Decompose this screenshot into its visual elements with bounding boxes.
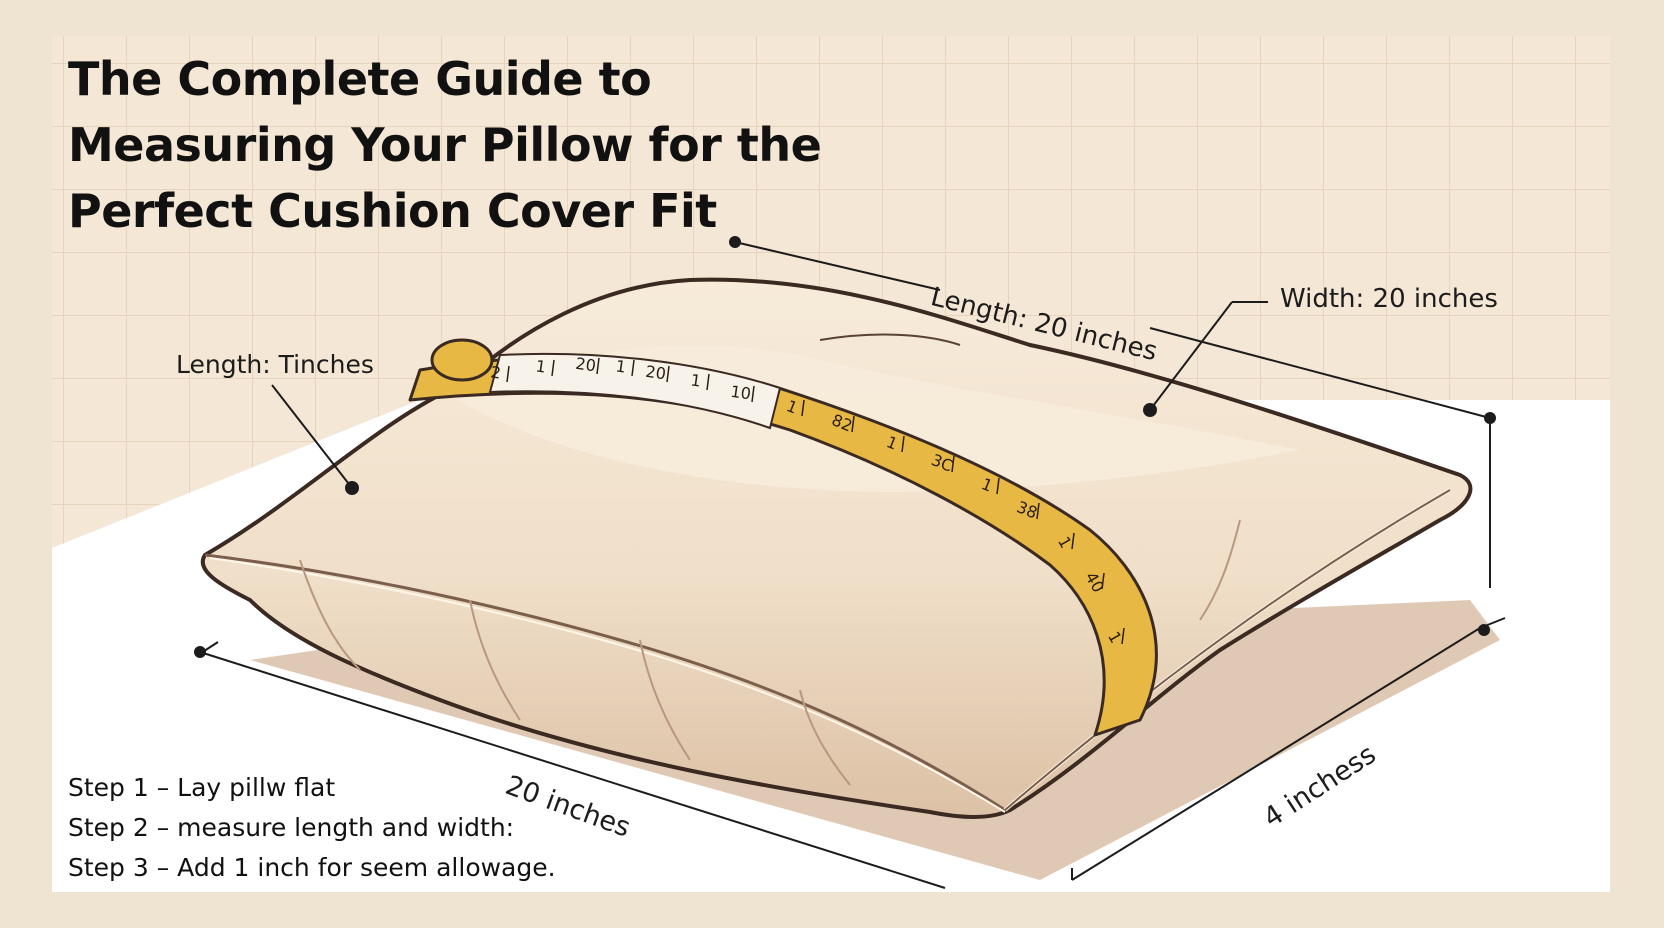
leader-dot bbox=[345, 481, 359, 495]
tape-tick bbox=[506, 365, 510, 383]
tape-tick bbox=[551, 359, 555, 377]
tape-tick bbox=[901, 435, 905, 453]
page-title: The Complete Guide to Measuring Your Pil… bbox=[68, 46, 928, 244]
dimension-line-depth bbox=[1071, 627, 1481, 881]
wrinkle bbox=[799, 689, 851, 786]
tape-end-tab bbox=[430, 338, 494, 382]
steps-list: Step 1 – Lay pillw flat Step 2 – measure… bbox=[68, 768, 556, 888]
tape-number: 1 bbox=[614, 356, 627, 376]
wrinkle bbox=[469, 599, 521, 721]
front-seam-highlight bbox=[209, 557, 1006, 813]
step-item: Step 1 – Lay pillw flat bbox=[68, 773, 336, 802]
tape-tick bbox=[951, 455, 955, 473]
tape-tick bbox=[996, 477, 1000, 495]
tape-tick bbox=[596, 357, 600, 375]
tape-tick bbox=[851, 415, 855, 433]
front-seam bbox=[204, 553, 1006, 812]
leader-dot bbox=[1143, 403, 1157, 417]
leader-line-length-left bbox=[271, 384, 353, 489]
tape-number: 1 bbox=[534, 356, 547, 376]
wrinkle bbox=[299, 559, 361, 671]
leader-line-length-top-right bbox=[1149, 327, 1491, 419]
tape-tick bbox=[631, 359, 635, 377]
step-item: Step 3 – Add 1 inch for seem allowage. bbox=[68, 853, 556, 882]
leader-dot bbox=[729, 236, 741, 248]
tape-number: 20 bbox=[644, 362, 667, 384]
tape-tick bbox=[1036, 502, 1040, 520]
title-line: Measuring Your Pillow for the bbox=[68, 118, 822, 172]
leader-dot bbox=[1484, 412, 1496, 424]
tape-number: 10 bbox=[729, 382, 752, 404]
tape-tick bbox=[751, 385, 755, 403]
tape-number: 2 bbox=[489, 362, 502, 382]
tape-tick bbox=[1071, 532, 1075, 550]
tape-tick bbox=[1101, 572, 1105, 590]
step-item: Step 2 – measure length and width: bbox=[68, 813, 515, 842]
leader-line-width bbox=[1149, 301, 1233, 411]
title-line: The Complete Guide to bbox=[68, 52, 652, 106]
tape-tick bbox=[1121, 627, 1125, 645]
leader-dot bbox=[1478, 624, 1490, 636]
wrinkle bbox=[819, 333, 961, 346]
leader-line-length-top bbox=[734, 241, 941, 291]
label-width: Width: 20 inches bbox=[1280, 284, 1498, 314]
tape-white-section bbox=[488, 352, 782, 430]
tape-tick bbox=[801, 399, 805, 417]
wrinkle bbox=[639, 639, 691, 761]
tape-tick bbox=[666, 365, 670, 383]
wrinkle bbox=[1199, 519, 1241, 621]
tape-tick bbox=[706, 373, 710, 391]
leader-dot bbox=[194, 646, 206, 658]
dimension-line-length bbox=[199, 651, 946, 889]
label-length-left: Length: Tinches bbox=[176, 350, 374, 379]
tape-number: 20 bbox=[574, 354, 597, 376]
side-seam bbox=[1004, 489, 1451, 811]
tape-number: 1 bbox=[689, 370, 702, 390]
title-line: Perfect Cushion Cover Fit bbox=[68, 184, 717, 238]
